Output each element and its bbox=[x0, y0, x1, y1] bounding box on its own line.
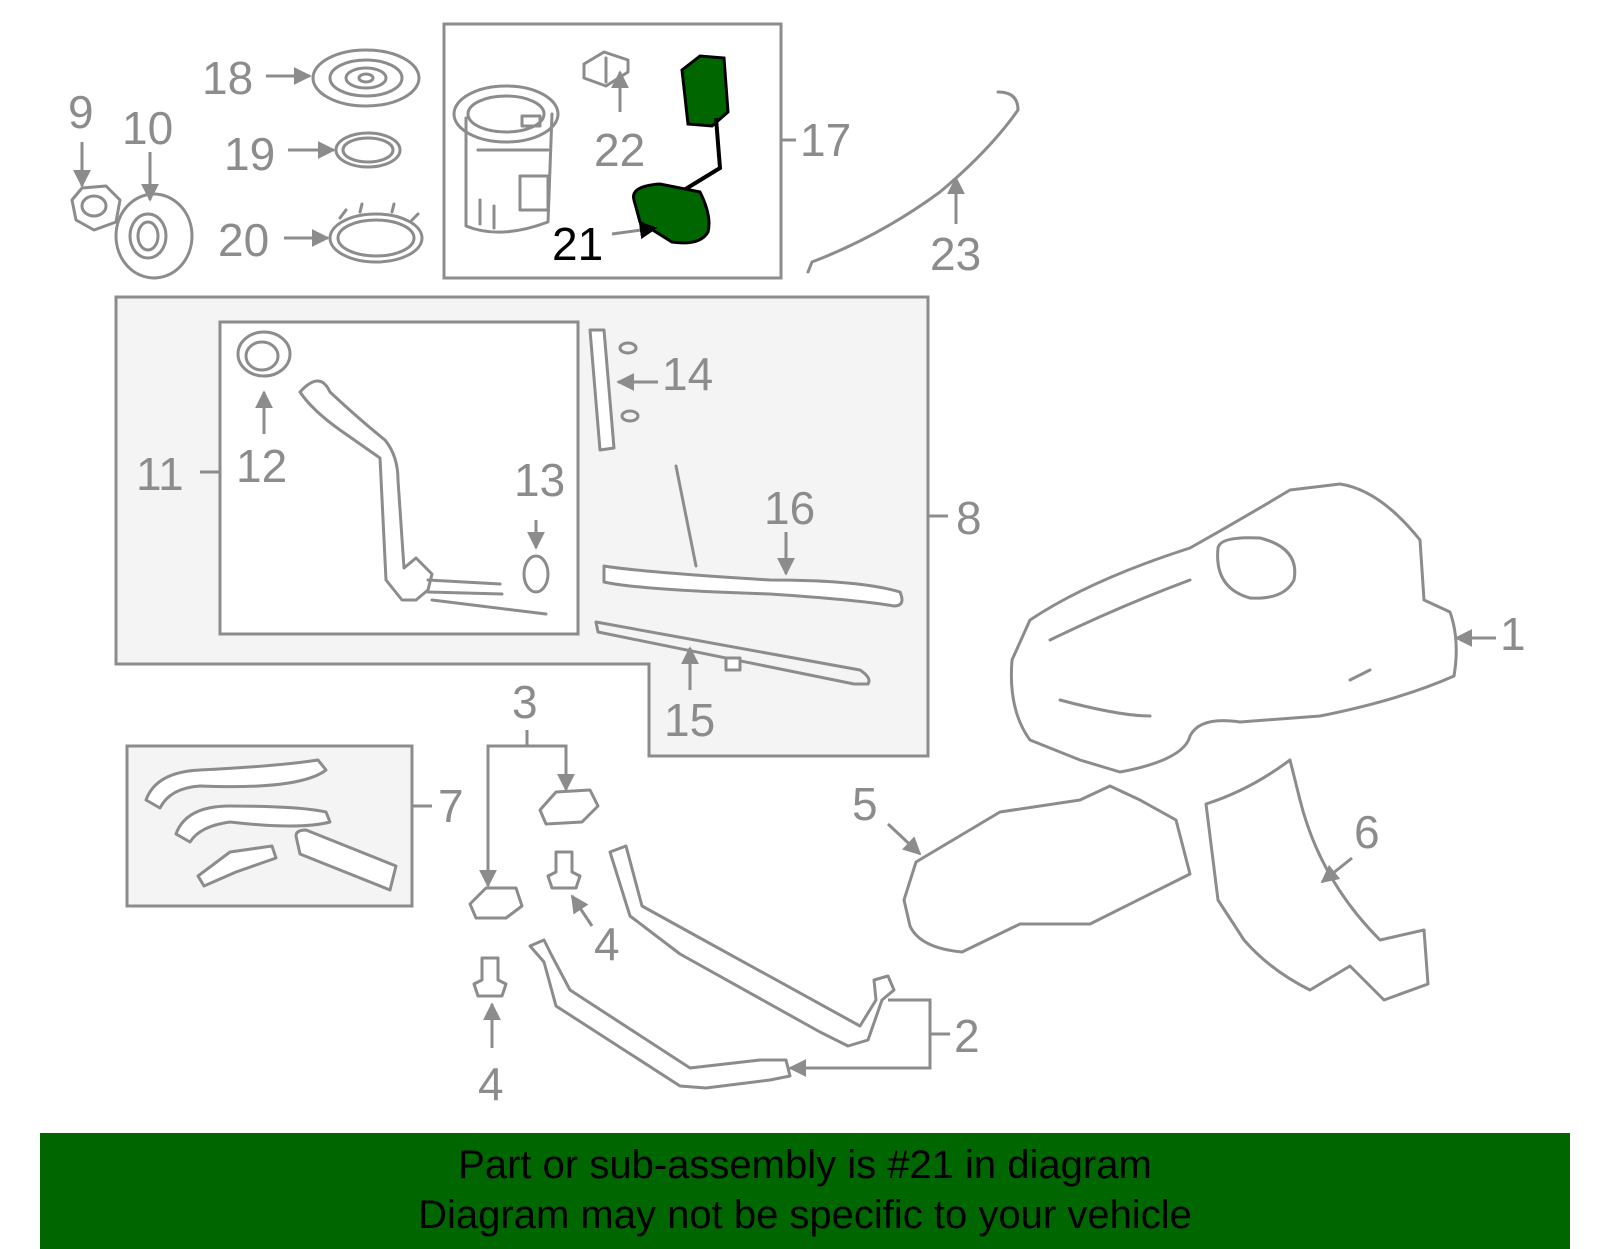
part-2-strap-upper bbox=[608, 844, 896, 1048]
part-3-clip-upper bbox=[538, 788, 600, 826]
part-2-strap-lower bbox=[528, 938, 792, 1090]
part-6-heat-shield bbox=[1204, 758, 1430, 1002]
part-9-grommet bbox=[70, 184, 122, 232]
callout-19: 19 bbox=[224, 128, 275, 180]
callout-16: 16 bbox=[764, 482, 815, 534]
part-11-filler-neck bbox=[298, 379, 548, 616]
part-10-housing bbox=[114, 192, 194, 280]
part-16-rod bbox=[674, 464, 698, 568]
part-1-fuel-tank bbox=[1009, 482, 1458, 774]
callout-12: 12 bbox=[236, 440, 287, 492]
part-4-bolt-lower bbox=[472, 956, 508, 998]
callout-9: 9 bbox=[68, 86, 94, 138]
part-20-lock-ring bbox=[328, 202, 424, 264]
part-13-clamp bbox=[522, 554, 550, 594]
part-7-shield-set bbox=[144, 758, 398, 892]
callout-5: 5 bbox=[852, 778, 878, 830]
callout-18: 18 bbox=[202, 52, 253, 104]
callout-13: 13 bbox=[514, 454, 565, 506]
callout-1: 1 bbox=[1500, 608, 1526, 660]
part-4-bolt-upper bbox=[546, 850, 582, 890]
part-15-clip bbox=[724, 656, 742, 672]
part-3-clip-lower bbox=[468, 886, 524, 920]
callout-22: 22 bbox=[594, 124, 645, 176]
callout-23: 23 bbox=[930, 228, 981, 280]
callout-20: 20 bbox=[218, 214, 269, 266]
callout-6: 6 bbox=[1354, 806, 1380, 858]
part-1-tank-detail bbox=[1048, 536, 1372, 718]
part-15-line bbox=[594, 620, 871, 686]
part-18-cap bbox=[311, 48, 421, 108]
callout-21: 21 bbox=[552, 218, 603, 270]
callout-11: 11 bbox=[136, 448, 184, 500]
part-17-pump-module bbox=[452, 84, 560, 234]
callout-17: 17 bbox=[800, 114, 851, 166]
callout-4-lower: 4 bbox=[478, 1058, 504, 1110]
part-14-tube bbox=[588, 328, 640, 452]
part-23-vent-line bbox=[806, 90, 1020, 274]
callout-14: 14 bbox=[662, 348, 713, 400]
callout-4-upper: 4 bbox=[594, 918, 620, 970]
banner-line-2: Diagram may not be specific to your vehi… bbox=[418, 1193, 1192, 1237]
part-5-heat-shield bbox=[902, 784, 1192, 954]
callout-8: 8 bbox=[956, 492, 982, 544]
part-16-hose bbox=[602, 564, 904, 608]
callout-7: 7 bbox=[438, 780, 464, 832]
info-banner: Part or sub-assembly is #21 in diagram D… bbox=[40, 1133, 1570, 1249]
banner-line-1: Part or sub-assembly is #21 in diagram bbox=[458, 1143, 1152, 1187]
callout-15: 15 bbox=[664, 694, 715, 746]
leader-lines bbox=[73, 67, 1496, 1077]
callout-3: 3 bbox=[512, 676, 538, 728]
callout-10: 10 bbox=[122, 102, 173, 154]
callout-2: 2 bbox=[954, 1010, 980, 1062]
part-19-seal bbox=[334, 131, 402, 169]
part-12-filler-cap-seal bbox=[236, 330, 292, 378]
